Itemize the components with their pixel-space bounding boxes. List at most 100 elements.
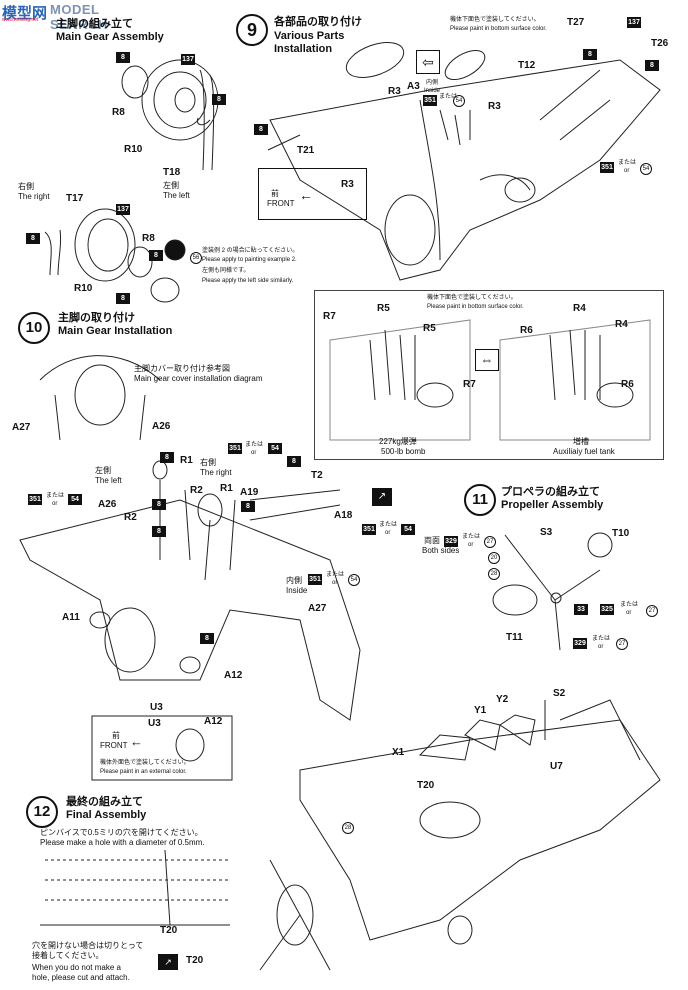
step10-mataha-c: または — [379, 522, 398, 528]
step8-right-en: The right — [18, 192, 50, 201]
step10-code-351c: 351 — [362, 524, 376, 535]
step10-right-en: The right — [200, 468, 232, 477]
part-r4-b: R4 — [615, 319, 628, 330]
step11-code-329b: 329 — [573, 638, 587, 649]
step8-left-jp: 左側 — [163, 181, 179, 190]
part-r1-b: R1 — [220, 483, 233, 494]
part-a3: A3 — [407, 81, 420, 92]
step9-bottom-jp: 機体下面色で塗装してください。 — [450, 17, 540, 23]
panel-bottom-jp: 機体下面色で塗装してください。 — [427, 295, 517, 301]
step10-code-351b: 351 — [28, 494, 42, 505]
bomb-jp: 227kg爆弾 — [379, 437, 417, 446]
step12-title-en: Final Assembly — [66, 809, 147, 821]
step11-code-325: 325 — [600, 604, 614, 615]
swap-arrow-icon: ⇦ — [416, 50, 440, 74]
watermark-site: www.moxing.net — [2, 17, 39, 23]
step9-inside-en: Inside — [424, 88, 441, 94]
swap-arrow-icon-panel: ⇔ — [475, 349, 499, 371]
tank-en: Auxiliaiy fuel tank — [553, 447, 615, 456]
step9-title-jp: 各部品の取り付け — [274, 16, 362, 28]
step10-cover-jp: 主脚カバー取り付け参考図 — [134, 364, 230, 373]
step11-number: 11 — [464, 484, 496, 516]
step9-code-137: 137 — [627, 17, 641, 28]
part-t27: T27 — [567, 17, 585, 28]
part-r1-a: R1 — [180, 455, 193, 466]
part-u7: U7 — [550, 761, 563, 772]
step8-left-note-en: Please apply the left side similarly. — [202, 278, 294, 284]
step10-title-jp: 主脚の取り付け — [58, 312, 135, 324]
step9-title-en2: Installation — [274, 43, 333, 55]
step11-code-33: 33 — [574, 604, 588, 615]
step9-code-8b: 8 — [645, 60, 659, 71]
step12-nohole-en1: When you do not make a — [32, 963, 121, 972]
step8-code-c8: 56 — [190, 252, 202, 264]
step12-code-28: 28 — [342, 822, 354, 834]
step12-hole-en: Please make a hole with a diameter of 0.… — [40, 838, 205, 847]
part-t10: T10 — [612, 528, 630, 539]
part-t20: T20 — [417, 780, 435, 791]
step8-code-c1: 8 — [116, 52, 130, 63]
part-r6-a: R6 — [520, 325, 533, 336]
step8-code-c5: 137 — [116, 204, 130, 215]
part-x1: X1 — [392, 747, 405, 758]
step9-code-54: 54 — [453, 95, 465, 107]
step10-right-jp: 右側 — [200, 458, 216, 467]
step8-right-jp: 右側 — [18, 182, 34, 191]
step9-code-54b: 54 — [640, 163, 652, 175]
step10-code-351a: 351 — [228, 443, 242, 454]
part-s3: S3 — [540, 527, 553, 538]
step12-title-jp: 最終の組み立て — [66, 796, 143, 808]
step8-code-c4: 8 — [26, 233, 40, 244]
front-arrow-icon: ← — [299, 187, 313, 203]
front-arrow-icon-step10: ← — [130, 734, 143, 749]
step10-code-8f: 8 — [200, 633, 214, 644]
step11-both-en: Both sides — [422, 546, 460, 555]
step8-left-en: The left — [163, 191, 190, 200]
step10-code-54a: 54 — [268, 443, 282, 454]
part-a27: A27 — [308, 603, 327, 614]
part-r7-b: R7 — [463, 379, 476, 390]
part-s2: S2 — [553, 688, 566, 699]
step9-code-8c: 8 — [254, 124, 268, 135]
part-a12-inset: A12 — [204, 716, 223, 727]
step11-mataha-a: または — [462, 534, 481, 540]
part-t12: T12 — [518, 60, 536, 71]
step9-front-jp: 前 — [271, 189, 279, 198]
step11-mataha-b: または — [620, 602, 639, 608]
step10-ext-en: Please paint in an external color. — [100, 769, 187, 775]
watermark: 模型网 MODEL SEARCH www.moxing.net — [0, 0, 160, 32]
part-r3-c: R3 — [341, 179, 354, 190]
part-t11: T11 — [506, 632, 523, 643]
part-r6-b: R6 — [621, 379, 634, 390]
tank-jp: 増槽 — [573, 437, 589, 446]
step11-both-jp: 両面 — [424, 536, 440, 545]
step10-or-c: or — [385, 530, 391, 536]
part-y1: Y1 — [474, 705, 487, 716]
step8-code-c6: 8 — [149, 250, 163, 261]
step10-cover-en: Main gear cover installation diagram — [134, 374, 263, 383]
part-r4-a: R4 — [573, 303, 586, 314]
part-a26: A26 — [98, 499, 117, 510]
step9-mataha: または — [439, 94, 458, 100]
step8-left-note-jp: 左側も同様です。 — [202, 268, 250, 274]
part-r5-a: R5 — [377, 303, 390, 314]
part-r2-a: R2 — [190, 485, 203, 496]
step9-title-en1: Various Parts — [274, 30, 345, 42]
part-r10: R10 — [124, 144, 143, 155]
step11-code-28: 28 — [488, 568, 500, 580]
step9-number: 9 — [236, 14, 268, 46]
step8-title-en: Main Gear Assembly — [56, 31, 164, 43]
step12-hole-jp: ピンバイスで0.5ミリの穴を開けてください。 — [40, 828, 203, 837]
part-t21: T21 — [297, 145, 315, 156]
step10-title-en: Main Gear Installation — [58, 325, 173, 337]
step10-mataha-d: または — [326, 572, 345, 578]
step11-code-20: 20 — [488, 552, 500, 564]
step10-or-d: or — [332, 580, 338, 586]
step12-nohole-jp2: 接着してください。 — [32, 951, 104, 960]
bomb-en: 500-lb bomb — [381, 447, 426, 456]
step9-bottom-en: Please paint in bottom surface color. — [450, 26, 547, 32]
step10-code-8b: 8 — [287, 456, 301, 467]
part-t20-cut: T20 — [186, 955, 204, 966]
part-t18: T18 — [163, 167, 181, 178]
